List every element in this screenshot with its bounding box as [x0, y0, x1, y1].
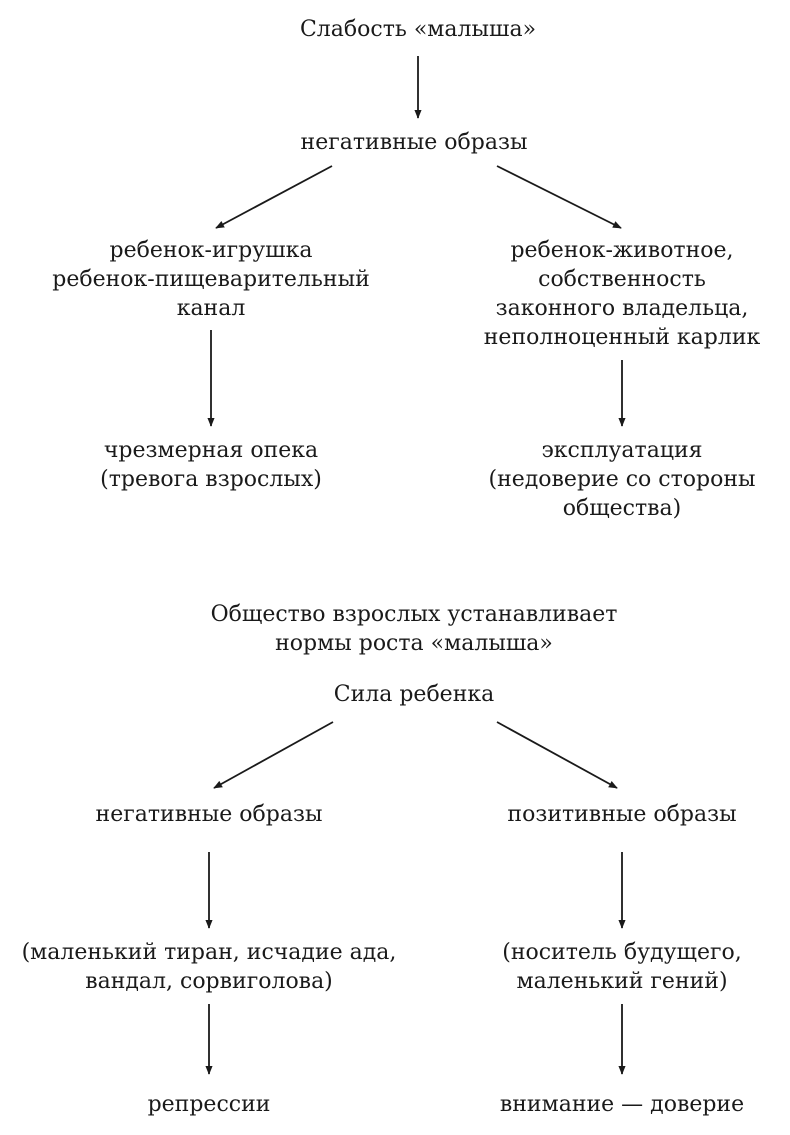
arrow-strength-to-positive [496, 721, 618, 789]
node-child-toy: ребенок-игрушка ребенок-пищеварительный … [52, 238, 370, 321]
node-negative-images-top: негативные образы [300, 130, 528, 155]
node-positive-images: позитивные образы [507, 802, 737, 827]
node-society-statement: Общество взрослых устанавливает нормы ро… [210, 602, 618, 656]
node-repressions: репрессии [147, 1092, 271, 1117]
arrow-negative-to-toy [215, 165, 333, 229]
node-exploitation: эксплуатация (недоверие со стороны общес… [488, 438, 756, 521]
node-little-tyrant: (маленький тиран, исчадие ада, вандал, с… [21, 940, 397, 994]
node-future-bearer: (носитель будущего, маленький гений) [502, 940, 742, 994]
node-weakness-root: Слабость «малыша» [299, 17, 537, 42]
node-child-strength-root: Сила ребенка [333, 682, 495, 707]
node-attention-trust: внимание — доверие [499, 1092, 745, 1117]
node-overprotection: чрезмерная опека (тревога взрослых) [100, 438, 322, 492]
node-child-animal: ребенок-животное, собственность законног… [483, 238, 761, 350]
arrow-strength-to-negative [213, 721, 334, 789]
arrow-negative-to-animal [496, 165, 622, 229]
node-negative-images-bottom: негативные образы [95, 802, 323, 827]
